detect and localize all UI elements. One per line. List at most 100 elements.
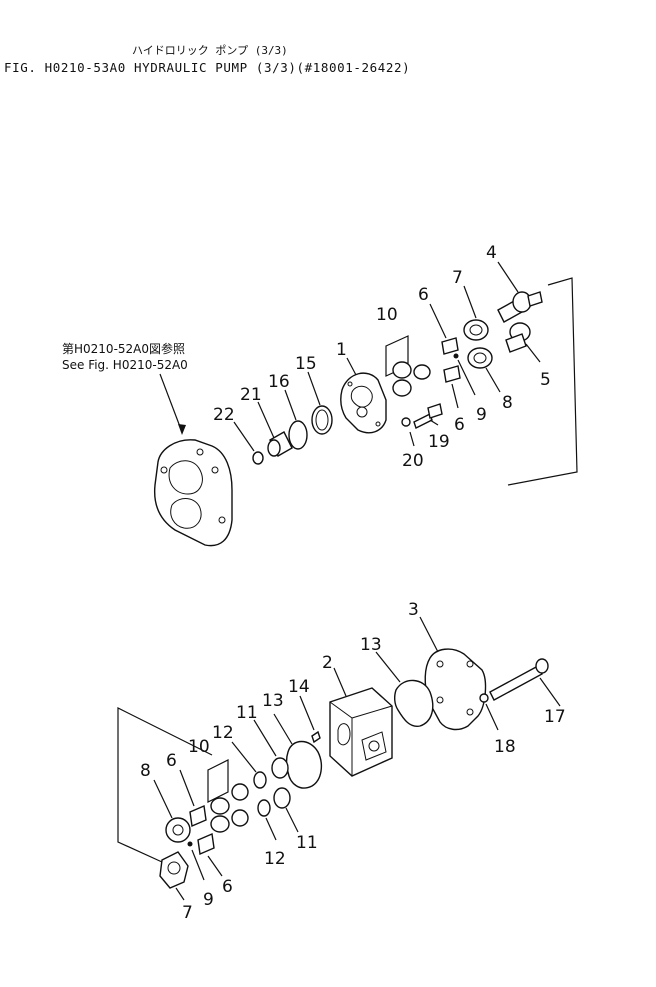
housing-reference-part xyxy=(153,439,233,547)
part-3-cover xyxy=(424,648,487,731)
label-22: 22 xyxy=(213,405,235,425)
label-11a: 11 xyxy=(236,703,258,723)
label-7: 7 xyxy=(452,268,463,288)
part-6-bushing-upper xyxy=(441,337,459,355)
part-8-gear-lower xyxy=(165,817,191,843)
leader-21 xyxy=(257,401,275,439)
part-1-plate xyxy=(340,372,387,434)
part-19-bolt xyxy=(413,403,443,429)
label-11b: 11 xyxy=(296,833,318,853)
label-9-lower: 9 xyxy=(203,890,214,910)
leader-12a xyxy=(231,741,257,773)
leader-19 xyxy=(429,419,439,426)
part-9-pin xyxy=(453,353,459,359)
leader-12b xyxy=(265,817,277,841)
leader-8 xyxy=(485,367,501,393)
label-20: 20 xyxy=(402,451,424,471)
leader-13b xyxy=(375,651,401,683)
leader-5 xyxy=(525,343,541,363)
leader-2 xyxy=(333,667,347,697)
label-4: 4 xyxy=(486,243,497,263)
figure-title: FIG. H0210-53A0 HYDRAULIC PUMP (3/3)(#18… xyxy=(4,60,411,75)
label-21: 21 xyxy=(240,385,262,405)
label-6b-lower: 6 xyxy=(222,877,233,897)
leader-9-lower xyxy=(191,849,205,881)
part-12-ring-upper xyxy=(253,771,267,789)
leader-15 xyxy=(307,371,321,406)
label-17: 17 xyxy=(544,707,566,727)
part-21-bushing xyxy=(267,431,293,457)
part-16-ring xyxy=(288,420,308,450)
reference-arrow xyxy=(159,373,183,433)
label-13a: 13 xyxy=(262,691,284,711)
leader-6b xyxy=(451,383,459,409)
part-9-pin-lower xyxy=(187,841,193,847)
label-3: 3 xyxy=(408,600,419,620)
leader-7 xyxy=(463,285,477,319)
leader-7-lower xyxy=(175,887,185,901)
part-20-washer xyxy=(401,417,411,427)
leader-20 xyxy=(409,431,415,447)
label-6a: 6 xyxy=(418,285,429,305)
part-6-bushing-lower-b xyxy=(197,832,215,856)
part-7-gear xyxy=(463,319,489,341)
leader-18 xyxy=(485,703,499,731)
leader-6a-lower xyxy=(179,769,195,807)
leader-13a xyxy=(273,713,293,745)
label-8-lower: 8 xyxy=(140,761,151,781)
leader-4 xyxy=(497,261,519,293)
upper-assembly: 第H0210-52A0図参照 See Fig. H0210-52A0 22 21… xyxy=(62,243,578,547)
part-18-washer xyxy=(479,693,489,703)
arrow-head xyxy=(178,424,186,435)
label-2: 2 xyxy=(322,653,333,673)
part-8-gear xyxy=(467,347,493,369)
reference-note-en: See Fig. H0210-52A0 xyxy=(62,358,188,372)
leader-8-lower xyxy=(153,779,173,819)
part-6-bushing-lower xyxy=(443,365,461,383)
leader-16 xyxy=(284,389,297,421)
leader-3 xyxy=(419,616,439,653)
leader-9 xyxy=(457,359,476,396)
label-16: 16 xyxy=(268,372,290,392)
part-5-driven-shaft xyxy=(505,322,531,353)
label-6a-lower: 6 xyxy=(166,751,177,771)
lower-assembly: 3 13 17 18 2 14 13 xyxy=(117,600,566,923)
label-13b: 13 xyxy=(360,635,382,655)
label-12a: 12 xyxy=(212,723,234,743)
upper-frame-line xyxy=(507,277,578,486)
leader-11b xyxy=(285,807,299,833)
part-13-gasket-left xyxy=(285,740,323,789)
part-12-ring-lower xyxy=(257,799,271,817)
label-15: 15 xyxy=(295,354,317,374)
label-10-lower: 10 xyxy=(188,737,210,757)
label-14: 14 xyxy=(288,677,310,697)
part-11-bushing-upper xyxy=(271,757,289,779)
part-10-seal-set xyxy=(385,335,431,397)
part-22-ring xyxy=(252,451,264,465)
leader-6a xyxy=(429,303,447,339)
label-19: 19 xyxy=(428,432,450,452)
part-14-pin xyxy=(311,730,321,744)
part-2-pump-body xyxy=(329,687,393,777)
label-12b: 12 xyxy=(264,849,286,869)
part-10-seal-set-lower xyxy=(207,759,249,833)
part-6-bushing-lower-a xyxy=(189,804,207,828)
leader-17 xyxy=(539,677,561,707)
label-6b: 6 xyxy=(454,415,465,435)
part-7-gear-lower xyxy=(159,851,189,889)
leader-1 xyxy=(346,357,357,376)
part-17-bolt xyxy=(489,658,549,701)
japanese-title: ハイドロリック ポンプ (3/3) xyxy=(132,44,288,57)
part-4-drive-shaft xyxy=(497,291,543,323)
label-9: 9 xyxy=(476,405,487,425)
lower-frame-line xyxy=(117,707,213,863)
leader-6b-lower xyxy=(207,855,223,877)
part-15-sleeve xyxy=(311,405,333,435)
label-7-lower: 7 xyxy=(182,903,193,923)
label-18: 18 xyxy=(494,737,516,757)
leader-22 xyxy=(233,421,255,452)
label-8: 8 xyxy=(502,393,513,413)
label-10: 10 xyxy=(376,305,398,325)
reference-note-jp: 第H0210-52A0図参照 xyxy=(62,341,185,356)
part-13-gasket-right xyxy=(393,679,434,727)
